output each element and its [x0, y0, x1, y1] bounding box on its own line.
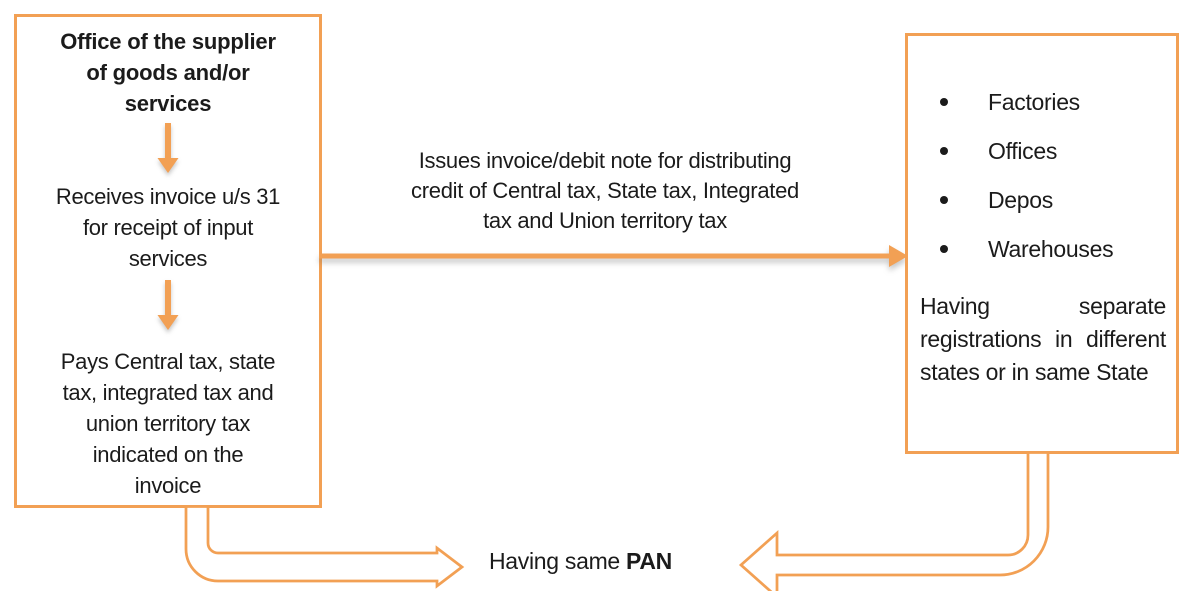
bullet-icon	[940, 147, 948, 155]
title-line: Office of the supplier	[60, 29, 276, 54]
recipients-box: Factories Offices Depos Warehouses Havin…	[905, 33, 1179, 454]
recipient-list: Factories Offices Depos Warehouses	[920, 90, 1166, 261]
bullet-icon	[940, 245, 948, 253]
list-item-label: Offices	[988, 138, 1058, 164]
list-item: Factories	[920, 90, 1166, 114]
label-line: credit of Central tax, State tax, Integr…	[411, 178, 799, 203]
bullet-icon	[940, 196, 948, 204]
pan-label-prefix: Having same	[489, 548, 627, 574]
step-line: Receives invoice u/s 31	[55, 184, 281, 209]
bent-arrow-right-icon	[184, 505, 465, 589]
step-line: union territory tax	[85, 411, 251, 436]
list-item-label: Warehouses	[988, 236, 1114, 262]
list-item: Warehouses	[920, 237, 1166, 261]
step-line: Pays Central tax, state	[60, 349, 276, 374]
step-line: tax, integrated tax and	[62, 380, 274, 405]
supplier-office-title: Office of the supplier of goods and/or s…	[60, 26, 276, 119]
step-line: invoice	[134, 473, 202, 498]
step-line: for receipt of input	[82, 215, 254, 240]
list-item-label: Depos	[988, 187, 1053, 213]
registrations-note: Having separate registrations in differe…	[920, 293, 1166, 385]
pan-label: Having same PAN	[489, 548, 672, 575]
right-arrow-icon	[319, 245, 908, 267]
label-line: tax and Union territory tax	[483, 208, 727, 233]
bent-arrow-left-icon	[738, 451, 1050, 591]
down-arrow-icon	[157, 123, 179, 173]
bullet-icon	[940, 98, 948, 106]
label-line: Issues invoice/debit note for distributi…	[418, 148, 792, 173]
step-line: indicated on the	[92, 442, 244, 467]
pan-label-bold: PAN	[626, 548, 672, 574]
down-arrow-icon	[157, 280, 179, 330]
pan-connector-arrows	[184, 451, 1050, 591]
title-line: of goods and/or	[86, 60, 250, 85]
list-item-label: Factories	[988, 89, 1080, 115]
supplier-office-box: Office of the supplier of goods and/or s…	[14, 14, 322, 508]
title-line: services	[124, 91, 212, 116]
list-item: Offices	[920, 139, 1166, 163]
list-item: Depos	[920, 188, 1166, 212]
pays-tax-text: Pays Central tax, state tax, integrated …	[60, 346, 276, 501]
distribution-label: Issues invoice/debit note for distributi…	[325, 146, 885, 236]
receives-invoice-text: Receives invoice u/s 31 for receipt of i…	[55, 181, 281, 274]
step-line: services	[128, 246, 208, 271]
